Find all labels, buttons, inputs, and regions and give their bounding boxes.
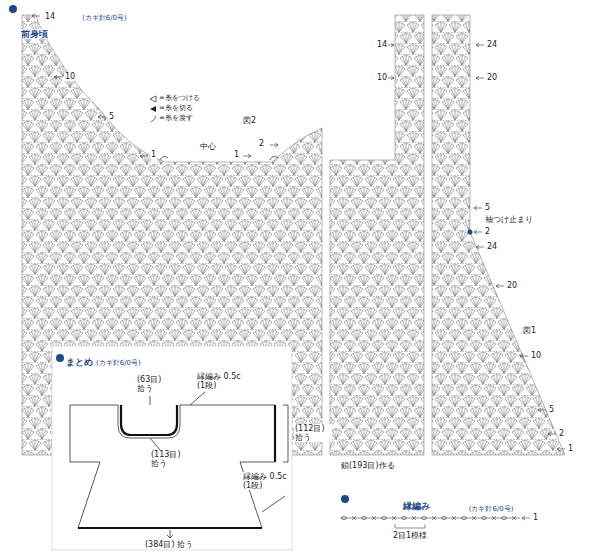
legend-symbols xyxy=(150,96,156,122)
row-number: 2 xyxy=(484,227,491,236)
row-number: 14 xyxy=(376,40,388,49)
bullet xyxy=(9,5,17,13)
row-number: 10 xyxy=(64,72,76,81)
legend-entry: =糸を渡す xyxy=(158,114,194,122)
marker-dot xyxy=(468,230,473,235)
row-number: 2 xyxy=(258,139,265,148)
edging-note: 縁編み 0.5c (1段) xyxy=(196,372,244,390)
repeat-bracket xyxy=(395,524,425,528)
repeat-note: 2目1模様 xyxy=(392,531,428,540)
row-number: 5 xyxy=(484,203,491,212)
garment-schematic xyxy=(70,392,288,538)
sleeve-chart xyxy=(432,15,565,455)
row-arrows xyxy=(32,14,565,520)
center-mark: 中心 xyxy=(199,142,217,151)
row-number: 20 xyxy=(486,73,498,82)
stitch-count: (63目) 拾う xyxy=(136,375,172,393)
title: 前身頃 xyxy=(20,29,49,39)
row-number: 1 xyxy=(233,150,240,159)
section-heading: まとめ xyxy=(66,356,93,369)
row-number: 2 xyxy=(558,429,565,438)
row-number: 24 xyxy=(486,40,498,49)
stitch-count: (113目) 拾う xyxy=(150,450,188,468)
row-number: 20 xyxy=(506,281,518,290)
inset-panel xyxy=(52,346,292,550)
row-number: 1 xyxy=(532,513,539,522)
legend-entry: =糸をつける xyxy=(158,94,201,102)
legend-entry: =糸を切る xyxy=(158,104,194,112)
figure-number: 図2 xyxy=(242,116,257,125)
bullet xyxy=(341,495,349,503)
thread-mark xyxy=(160,156,278,160)
hook-size: (カギ針6/0号) xyxy=(81,14,128,22)
row-number: 24 xyxy=(486,242,498,251)
row-number: 10 xyxy=(376,73,388,82)
row-number: 5 xyxy=(108,112,115,121)
section-heading: 縁編み xyxy=(402,501,431,511)
chain-count: 鎖(193目)作る xyxy=(340,461,396,470)
edging-note: 縁編み 0.5c (1段) xyxy=(242,472,290,490)
figure-number: 図1 xyxy=(522,326,537,335)
inset-panel: まとめ(カギ針6/0号) xyxy=(55,350,290,546)
stitch-count: (384目) 拾う xyxy=(144,540,194,549)
side-chart xyxy=(330,15,424,455)
row-number: 14 xyxy=(44,12,56,21)
hook-size: (カギ針6/0号) xyxy=(96,358,141,368)
bullet xyxy=(56,354,64,362)
stitch-count: (112目) 拾う xyxy=(294,424,332,442)
row-number: 1 xyxy=(150,150,157,159)
row-number: 1 xyxy=(567,444,574,453)
hook-size: (カギ針6/0号) xyxy=(468,505,515,513)
row-number: 10 xyxy=(530,351,542,360)
edging-row xyxy=(340,516,520,520)
row-number: 5 xyxy=(548,405,555,414)
note: 袖つけ止まり xyxy=(484,215,534,224)
